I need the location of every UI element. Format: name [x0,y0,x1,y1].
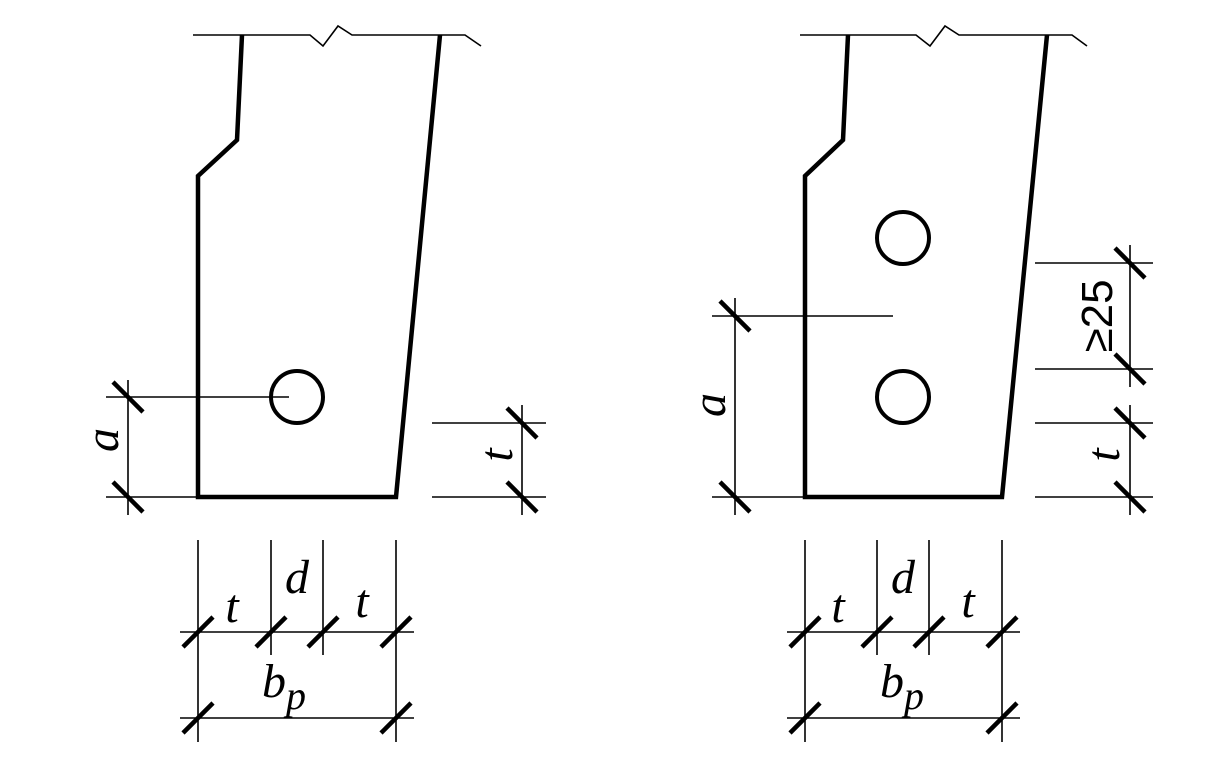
right-plate-outline [802,34,1050,500]
right-hole-lower [875,369,931,425]
right-label-t-bottom-left: t [831,580,846,633]
left-figure: a t t d t bp [76,24,546,742]
right-dim-a: a [683,298,805,515]
right-dim-bottom: t d t bp [787,540,1020,742]
left-label-b-sub: p [283,673,306,718]
right-figure: a ≥25 t [683,24,1153,742]
right-hole-upper [875,210,931,266]
left-label-bp: bp [262,655,306,718]
left-label-b: b [262,655,286,708]
right-label-b: b [880,655,904,708]
right-label-t-bottom-right: t [961,575,976,628]
right-label-d: d [891,551,916,604]
right-dim-t-right: t [1035,405,1153,515]
right-label-spacing: ≥25 [1073,279,1122,352]
right-label-a: a [683,393,736,417]
left-label-a: a [76,428,129,452]
left-break-line [193,24,482,48]
left-label-d: d [285,551,310,604]
left-label-t-bottom-right: t [355,575,370,628]
right-break-line [800,24,1088,48]
left-label-t-bottom-left: t [225,580,240,633]
left-dim-a: a [76,380,198,515]
left-dim-t-right: t [432,405,546,515]
left-plate-outline [195,34,443,500]
right-label-t-right: t [1077,447,1130,462]
left-label-t-right: t [470,447,523,462]
right-dim-spacing: ≥25 [1035,245,1153,387]
right-label-b-sub: p [901,673,924,718]
left-dim-bottom: t d t bp [180,540,414,742]
right-label-bp: bp [880,655,924,718]
